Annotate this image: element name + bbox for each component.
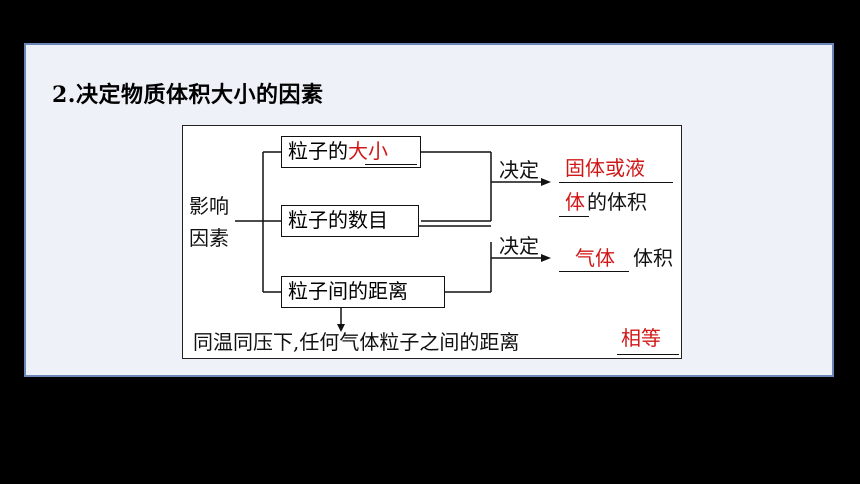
- answer-equal: 相等: [621, 326, 661, 350]
- answer-solid-liquid-line2: 体: [565, 190, 585, 214]
- factor-box-size: 粒子的大小: [281, 136, 421, 168]
- section-heading: 2.决定物质体积大小的因素: [52, 82, 324, 108]
- decide-label-2: 决定: [499, 234, 539, 258]
- factor-size-prefix: 粒子的: [288, 139, 348, 163]
- factor-box-distance: 粒子间的距离: [281, 276, 445, 308]
- influence-label-line1: 影响: [189, 194, 229, 218]
- answer-size-underline: [365, 164, 417, 165]
- answer-gas-underline: [559, 271, 629, 272]
- connector-lines: [235, 151, 551, 332]
- answer-solid-liquid-line1: 固体或液: [565, 156, 645, 180]
- factor-diagram: 影响 因素 粒子的大小 粒子的数目 粒子间的距离 决定 决定 固体或液 体 的体…: [182, 125, 682, 359]
- answer-equal-underline: [617, 354, 679, 355]
- answer-solid-liquid-underline1: [559, 182, 673, 183]
- slide-panel: 2.决定物质体积大小的因素: [24, 43, 834, 377]
- decide-label-1: 决定: [499, 158, 539, 182]
- result-volume-suffix-2: 体积: [633, 246, 673, 270]
- result-volume-suffix-1: 的体积: [587, 190, 647, 214]
- influence-label-line2: 因素: [189, 226, 229, 250]
- factor-box-number: 粒子的数目: [281, 205, 419, 237]
- conclusion-text: 同温同压下,任何气体粒子之间的距离: [193, 330, 520, 354]
- answer-size: 大小: [348, 139, 388, 163]
- answer-gas: 气体: [575, 246, 615, 270]
- answer-solid-liquid-underline2: [559, 216, 589, 217]
